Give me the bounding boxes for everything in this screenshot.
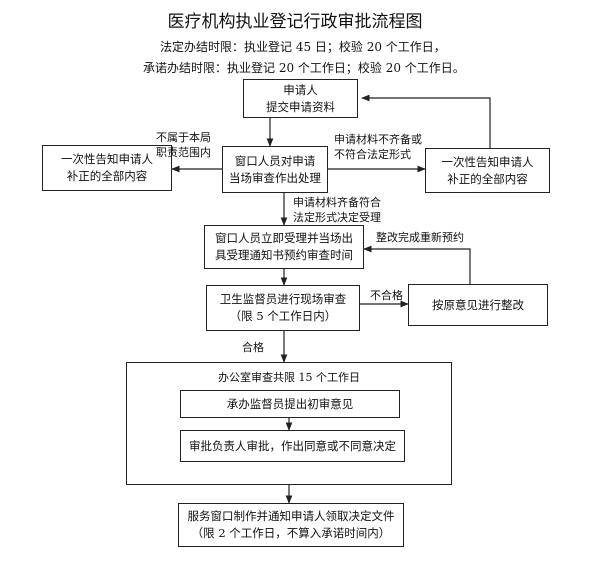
legal-time-limit: 法定办结时限：执业登记 45 日；校验 20 个工作日， (160, 40, 446, 54)
office-review-group (126, 362, 452, 485)
label-incomplete: 申请材料不齐备或 不符合法定形式 (334, 133, 422, 161)
label-qualified: 合格 (242, 341, 264, 354)
label-unqualified: 不合格 (370, 289, 403, 302)
node-apply: 申请人 提交申请资料 (243, 79, 358, 118)
node-accept: 窗口人员立即受理并当场出 具受理通知书预约审查时间 (204, 225, 364, 269)
label-not-in-scope: 不属于本局 职责范围内 (156, 131, 211, 159)
node-window-review: 窗口人员对申请 当场审查作出处理 (222, 146, 328, 193)
page-title: 医疗机构执业登记行政审批流程图 (167, 12, 423, 32)
label-complete: 申请材料齐备符合 法定形式决定受理 (293, 196, 381, 224)
arrow-rectify-to-accept (363, 245, 471, 284)
label-rebook: 整改完成重新预约 (376, 231, 464, 244)
node-approve: 审批负责人审批，作出同意或不同意决定 (180, 430, 405, 462)
office-review-title: 办公室审查共限 15 个工作日 (218, 371, 360, 384)
node-issue: 服务窗口制作并通知申请人领取决定文件 （限 2 个工作日，不算入承诺时间内） (178, 503, 404, 547)
arrow-notify-right-to-apply (361, 94, 491, 148)
node-notify-left: 一次性告知申请人 补正的全部内容 (42, 145, 172, 191)
node-inspect: 卫生监督员进行现场审查 （限 5 个工作日内） (206, 285, 360, 331)
node-initial-opinion: 承办监督员提出初审意见 (180, 390, 400, 418)
node-notify-right: 一次性告知申请人 补正的全部内容 (425, 148, 550, 193)
promised-time-limit: 承诺办结时限：执业登记 20 个工作日；校验 20 个工作日。 (143, 61, 465, 75)
node-rectify: 按原意见进行整改 (408, 284, 548, 326)
